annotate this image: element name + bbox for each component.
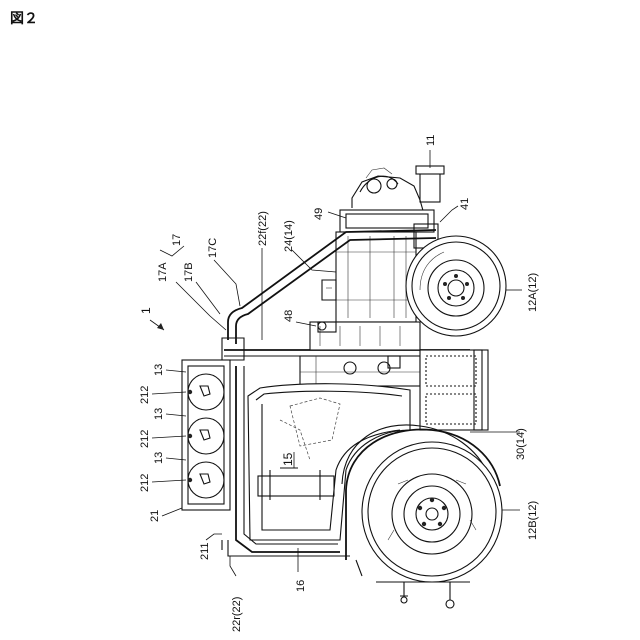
rear-panel (182, 360, 230, 510)
label-13-top: 13 (153, 364, 165, 376)
label-212-mid: 212 (139, 430, 151, 448)
label-48: 48 (283, 310, 295, 322)
label-49: 49 (313, 208, 325, 220)
mid-chassis (300, 322, 420, 386)
label-30: 30(14) (515, 428, 527, 460)
label-1: 1 (139, 307, 153, 314)
label-212-top: 212 (139, 386, 151, 404)
label-17a: 17A (157, 262, 169, 282)
label-211: 211 (199, 542, 211, 560)
label-13-bottom: 13 (153, 452, 165, 464)
battery-box (420, 350, 488, 430)
label-13-mid: 13 (153, 408, 165, 420)
label-17: 17 (171, 234, 183, 246)
label-17c: 17C (207, 238, 219, 258)
label-15: 15 (281, 452, 295, 466)
label-41: 41 (459, 198, 471, 210)
label-21: 21 (149, 510, 161, 522)
label-12b: 12B(12) (527, 501, 539, 540)
wheel-12b (342, 425, 502, 608)
label-16: 16 (295, 580, 307, 592)
wheel-12a (406, 236, 506, 336)
label-12a: 12A(12) (527, 273, 539, 312)
label-212-bottom: 212 (139, 474, 151, 492)
label-17b: 17B (183, 262, 195, 282)
label-22r: 22r(22) (231, 597, 243, 632)
label-11: 11 (425, 135, 437, 146)
label-22f: 22f(22) (257, 211, 269, 246)
label-24: 24(14) (283, 220, 295, 252)
